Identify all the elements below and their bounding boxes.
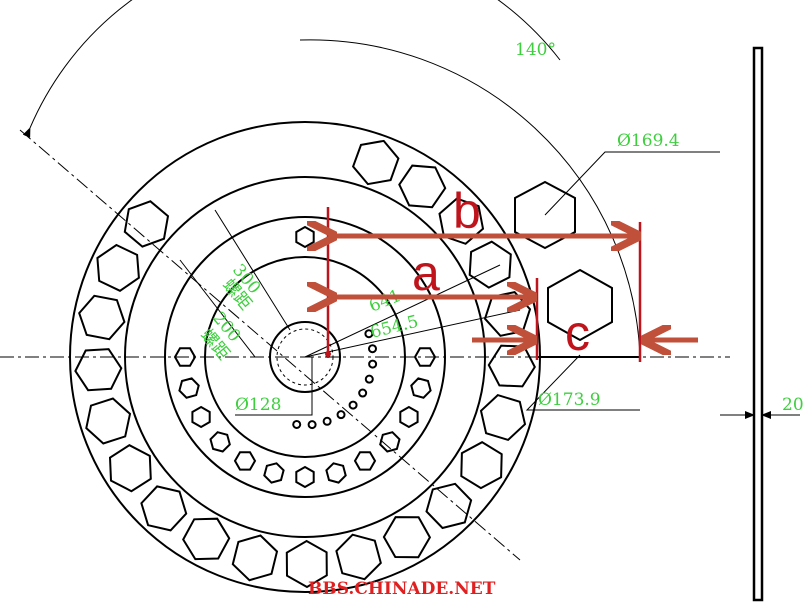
watermark: BBS.CHINADE.NET (308, 579, 496, 599)
hex-hole (398, 164, 447, 209)
ring-2 (124, 176, 486, 538)
hex-hole (325, 462, 347, 484)
diameter-169-label: Ø169.4 (617, 131, 680, 151)
hex-hole (173, 347, 197, 367)
hex-hole (425, 482, 473, 530)
small-hole (336, 410, 346, 420)
small-hole (322, 416, 332, 426)
hex-hole (231, 534, 279, 582)
small-holes (292, 329, 378, 430)
small-hole (368, 359, 378, 369)
hex-hole (351, 139, 400, 186)
hex-hole (96, 243, 140, 292)
diameter-173-label: Ø173.9 (538, 390, 601, 410)
small-hole (364, 329, 374, 339)
small-hole (292, 419, 302, 429)
radius-654-label: 654.5 (368, 312, 420, 343)
thickness-20-label: 20 (782, 395, 804, 415)
hex-hole (263, 462, 285, 484)
hex-hole (295, 465, 315, 489)
hex-hole (468, 240, 512, 289)
ring-3 (164, 216, 446, 498)
small-hole (367, 344, 377, 354)
small-hole (307, 420, 317, 430)
marker-b: b (453, 183, 481, 239)
hex-hole (85, 397, 132, 445)
small-hole (348, 400, 358, 410)
hex-hole (182, 517, 231, 561)
hub-ring (269, 321, 341, 393)
plate-side-view (752, 46, 764, 602)
hex-hole (460, 441, 503, 490)
hex-hole (191, 405, 211, 429)
hex-hole (335, 533, 382, 581)
diameter-128-label: Ø128 (235, 395, 281, 415)
hex-hole (209, 431, 231, 453)
hex-hole (479, 393, 527, 442)
hex-hole (178, 377, 200, 399)
hex-hole (295, 225, 315, 249)
hex-hole (78, 294, 126, 341)
hex-hole (399, 405, 419, 429)
hex-hole (379, 431, 401, 453)
small-hole (358, 388, 368, 398)
annotation-arrows (332, 236, 698, 340)
angle-140-label: 140° (515, 40, 556, 60)
hex-173 (547, 268, 613, 342)
hex-hole (123, 200, 170, 248)
hub-dashed (276, 328, 334, 386)
small-hole (364, 374, 374, 384)
marker-c: c (565, 305, 590, 361)
hex-hole (108, 444, 152, 493)
ring-4 (204, 256, 406, 458)
hex-hole (487, 344, 536, 388)
hex-hole (353, 451, 377, 471)
hex-hole (74, 348, 123, 392)
angle-dimension-arc (22, 0, 561, 138)
outer-angle-arc (299, 39, 641, 358)
hex-hole (410, 377, 432, 399)
diagonal-centerline (19, 129, 521, 561)
hex-hole (382, 516, 432, 559)
radius-641-label: 641 (366, 286, 404, 317)
hex-hole (140, 485, 188, 532)
marker-a: a (412, 245, 440, 301)
hex-hole (285, 539, 328, 589)
hex-hole (413, 347, 437, 367)
spiral-rings (69, 39, 641, 593)
hex-hole (233, 451, 257, 471)
